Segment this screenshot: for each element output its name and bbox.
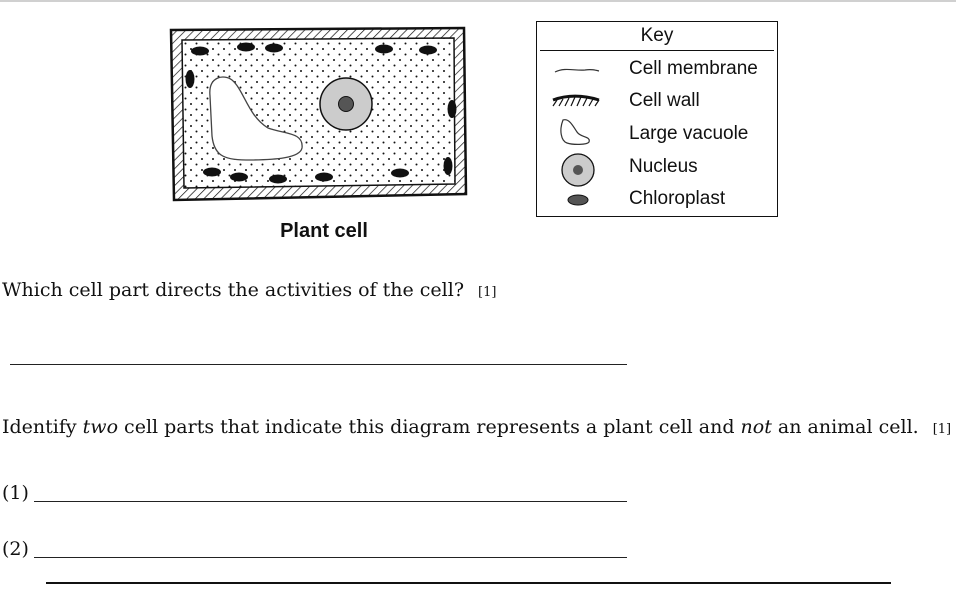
key-divider [540, 50, 774, 51]
question-2-text-end: an animal cell. [771, 416, 919, 438]
hatched-wall-icon [552, 94, 600, 107]
key-title: Key [640, 25, 674, 46]
question-2-marks: [1] [932, 422, 952, 437]
figure-caption: Plant cell [280, 220, 368, 242]
key-box: Key Cell membrane Cell wall Large vacuol… [536, 21, 778, 217]
answer-line-2a[interactable] [34, 501, 627, 502]
question-1-marks: [1] [478, 285, 497, 300]
answer-label-2: (2) [2, 538, 29, 560]
answer-line-1[interactable] [10, 364, 627, 365]
key-label-cell-wall: Cell wall [629, 90, 700, 111]
nucleus-icon [319, 77, 373, 131]
key-label-chloroplast: Chloroplast [629, 188, 726, 209]
question-2: Identify two cell parts that indicate th… [2, 416, 951, 438]
top-border [0, 0, 956, 2]
key-label-nucleus: Nucleus [629, 156, 698, 177]
answer-line-2b[interactable] [34, 557, 627, 558]
large-vacuole [209, 76, 303, 161]
membrane-line-icon [554, 68, 600, 73]
vacuole-outline-icon [560, 119, 590, 145]
question-2-text-start: Identify [2, 416, 83, 438]
question-2-emphasis-two: two [82, 416, 119, 438]
chloroplast-icon [567, 194, 589, 206]
plant-cell-diagram [169, 26, 468, 202]
question-2-text-middle: cell parts that indicate this diagram re… [118, 416, 741, 438]
key-label-large-vacuole: Large vacuole [629, 123, 749, 144]
chloroplasts [185, 42, 457, 184]
nucleus-icon [561, 153, 595, 187]
question-1-text: Which cell part directs the activities o… [2, 279, 465, 301]
question-1: Which cell part directs the activities o… [2, 279, 496, 301]
answer-label-1: (1) [2, 482, 29, 504]
key-label-cell-membrane: Cell membrane [629, 58, 758, 79]
section-divider [46, 582, 891, 584]
question-2-emphasis-not: not [740, 416, 772, 438]
